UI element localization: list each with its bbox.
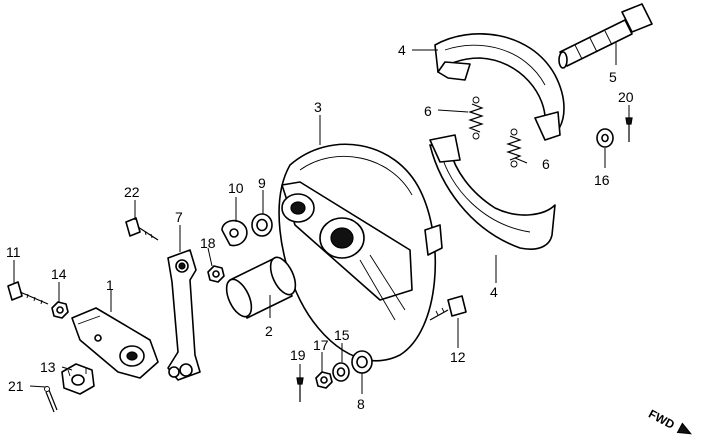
part-7-brake-link (167, 249, 201, 381)
part-11-bolt (7, 281, 49, 305)
leader-lines (13, 42, 630, 394)
part-16-washer (596, 128, 614, 148)
callout-16: 16 (594, 172, 610, 188)
callout-22: 22 (124, 184, 140, 200)
callout-14: 14 (51, 266, 67, 282)
fwd-direction-indicator: FWD (646, 407, 692, 435)
part-14-nut (51, 301, 69, 319)
fwd-label: FWD (646, 407, 677, 432)
callout-5: 5 (609, 69, 617, 85)
part-19-pin (296, 377, 304, 402)
part-9-washer (251, 213, 273, 237)
part-2-collar (225, 256, 297, 319)
callout-7: 7 (175, 209, 183, 225)
callout-15: 15 (334, 327, 350, 343)
part-10-indicator-plate (221, 219, 248, 247)
part-12-bolt (429, 295, 467, 321)
part-6-lower-spring (506, 128, 522, 168)
callout-20: 20 (618, 89, 634, 105)
callout-13: 13 (40, 359, 56, 375)
callout-9: 9 (258, 175, 266, 191)
part-21-cotter-pin (44, 386, 58, 413)
part-5-brake-cam (558, 3, 653, 69)
callout-11: 11 (6, 244, 21, 260)
part-8-washer (351, 350, 373, 374)
part-4-lower-brake-shoe (429, 134, 556, 250)
part-1-brake-arm (71, 307, 159, 379)
callout-6-lower: 6 (542, 156, 550, 172)
callout-4-upper: 4 (398, 42, 406, 58)
callout-3: 3 (314, 99, 322, 115)
callout-17: 17 (313, 337, 329, 353)
callout-19: 19 (290, 347, 306, 363)
part-18-nut (207, 265, 225, 283)
callout-21: 21 (8, 378, 24, 394)
part-13-castle-nut (61, 363, 95, 395)
callout-6-upper: 6 (424, 103, 432, 119)
part-4-upper-brake-shoe (434, 33, 565, 141)
fwd-arrow-icon (676, 422, 692, 435)
callout-2: 2 (265, 323, 273, 339)
part-15-washer (332, 362, 350, 382)
callout-4-lower: 4 (490, 284, 498, 300)
part-6-upper-spring (468, 96, 484, 140)
callout-1: 1 (106, 277, 114, 293)
callout-12: 12 (450, 349, 466, 365)
part-17-nut (315, 371, 333, 389)
callout-18: 18 (200, 235, 216, 251)
part-22-bolt (125, 217, 159, 241)
callout-8: 8 (357, 396, 365, 412)
part-3-brake-panel (278, 143, 443, 362)
part-20-pin (625, 117, 633, 142)
callout-10: 10 (228, 180, 244, 196)
